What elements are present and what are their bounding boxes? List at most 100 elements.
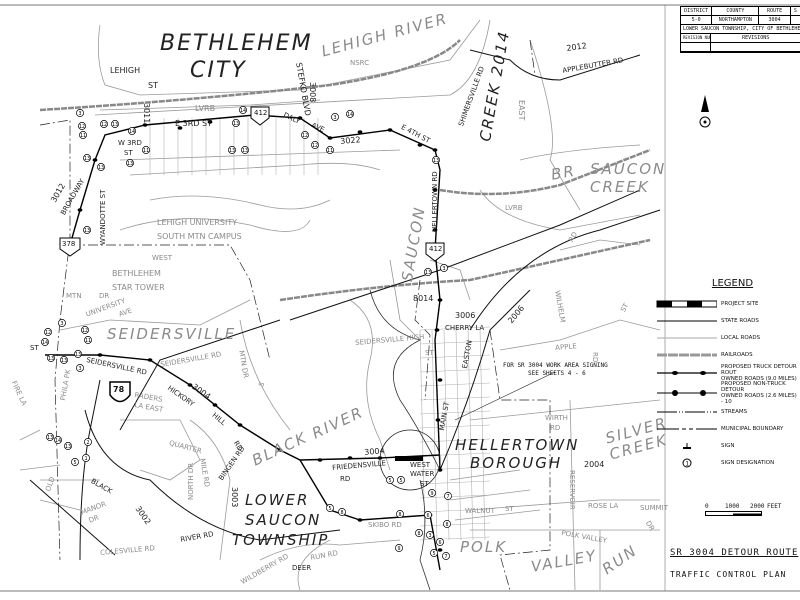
sign-designation-number: 13 xyxy=(61,358,67,364)
tb-empty-cell xyxy=(681,43,712,51)
detour-sign-dot xyxy=(357,518,363,522)
sign-designation-number: 5 xyxy=(388,478,391,484)
map-label: STAR TOWER xyxy=(112,283,165,292)
detour-sign-dot xyxy=(357,130,363,134)
sign-designation-number: 12 xyxy=(302,133,308,139)
map-label: 3006 xyxy=(455,311,476,320)
detour-sign-dot xyxy=(317,458,323,462)
map-label: 3003 xyxy=(230,487,239,508)
detour-sign-dot xyxy=(92,158,98,162)
street xyxy=(419,424,491,429)
map-label: SEIDERSVILLE xyxy=(107,325,237,343)
street xyxy=(419,494,491,499)
street xyxy=(419,340,491,345)
sign-designation-marker: 12 xyxy=(44,328,52,336)
pa-412-shield-b xyxy=(425,242,445,262)
street xyxy=(419,396,491,401)
sign-designation-number: 8 xyxy=(340,510,343,516)
sign-designation-number: 11 xyxy=(85,338,91,344)
legend-label-line1: PROPOSED TRUCK DETOUR ROUT xyxy=(721,364,797,376)
map-label: 3008 xyxy=(308,82,317,103)
sign-designation-number: 9 xyxy=(397,546,400,552)
sign-designation-marker: 3 xyxy=(76,364,84,372)
sign-designation-number: 13 xyxy=(48,356,54,362)
sign-designation-number: 13 xyxy=(75,352,81,358)
map-label: HELLERTOWN RD xyxy=(431,171,439,232)
map-label: SAUCON xyxy=(590,160,667,178)
map-label: WALNUT xyxy=(465,507,495,515)
sign-designation-marker: 7 xyxy=(442,552,450,560)
legend-label: SIGN DESIGNATION xyxy=(721,459,775,466)
map-label: WEST xyxy=(152,254,173,262)
sign-designation-marker: 5 xyxy=(386,476,394,484)
map-label: BR xyxy=(549,161,578,184)
street xyxy=(419,382,491,387)
sign-designation-number: 6 xyxy=(438,540,441,546)
map-label: MTN xyxy=(66,292,82,300)
non-truck-detour-symbol xyxy=(657,390,717,396)
legend-item-project-site: PROJECT SITE xyxy=(655,295,800,312)
sign-designation-marker: 9 xyxy=(428,489,436,497)
map-label: 2004 xyxy=(584,460,605,469)
sign-designation-number: 13 xyxy=(425,270,431,276)
sign-designation-marker: 13 xyxy=(228,146,236,154)
detour-sign-dot xyxy=(435,418,441,422)
sign-designation-number: 13 xyxy=(112,122,118,128)
detour-sign-dot xyxy=(277,448,283,452)
sign-designation-number: 5 xyxy=(328,506,331,512)
tb-county-header: COUNTY xyxy=(712,7,760,15)
sign-designation-marker: 13 xyxy=(232,119,240,127)
sign-designation-marker: 6 xyxy=(424,511,432,519)
map-label: RD xyxy=(550,424,561,432)
map-label: DR xyxy=(99,292,110,300)
sign-designation-marker: 3 xyxy=(76,109,84,117)
sign-designation-marker: 3 xyxy=(331,113,339,121)
sign-designation-marker: 13 xyxy=(46,433,54,441)
legend-item-railroads: RAILROADS xyxy=(655,346,800,363)
detour-sign-dot xyxy=(432,148,438,152)
sign-designation-number: 3 xyxy=(78,366,81,372)
map-label: BOROUGH xyxy=(470,454,563,472)
sign-designation-marker: 13 xyxy=(111,120,119,128)
legend-label: RAILROADS xyxy=(721,351,753,358)
pa-378-shield xyxy=(59,237,81,257)
street xyxy=(419,326,491,331)
detour-sign-dot xyxy=(212,403,218,407)
local-road-symbol xyxy=(657,337,717,338)
sign-designation-marker: 2 xyxy=(84,438,92,446)
street xyxy=(419,354,491,359)
tb-location: LOWER SAUCON TOWNSHIP, CITY OF BETHLEHEM… xyxy=(683,26,800,32)
legend-item-local-roads: LOCAL ROADS xyxy=(655,329,800,346)
street xyxy=(419,438,491,443)
streams xyxy=(369,289,441,591)
sign-designation-number: 14 xyxy=(129,129,135,135)
sign-designation-number: 12 xyxy=(312,143,318,149)
pa-412-shield-a xyxy=(250,106,270,126)
detour-sign-dot xyxy=(434,328,440,332)
sign-designation-marker: 6 xyxy=(436,538,444,546)
sign-designation-marker: 13 xyxy=(97,163,105,171)
legend-label: LOCAL ROADS xyxy=(721,334,761,341)
scale-bar-graphic xyxy=(705,511,762,516)
map-label: RESERVOIR xyxy=(568,470,576,510)
sign-designation-number: 3 xyxy=(60,321,63,327)
railroad-symbol xyxy=(657,353,717,356)
street xyxy=(419,466,491,471)
tb-revisions: REVISIONS xyxy=(711,34,800,42)
sign-designation-marker: 8 xyxy=(338,508,346,516)
tb-revision-number: REVISION NUMBER xyxy=(683,34,712,42)
sign-designation-marker: 14 xyxy=(239,106,247,114)
sign-designation-number: 8 xyxy=(398,512,401,518)
sign-designation-marker: 11 xyxy=(84,336,92,344)
sign-designation-marker: 14 xyxy=(346,110,354,118)
sign-designation-marker: 8 xyxy=(415,529,423,537)
sign-designation-marker: 13 xyxy=(60,356,68,364)
sign-designation-marker: 13 xyxy=(432,156,440,164)
sign-designation-marker: 14 xyxy=(128,127,136,135)
sign-designation-number: 8 xyxy=(417,531,420,537)
map-label: SKIBO RD xyxy=(368,521,402,529)
map-label: E 3RD ST xyxy=(175,119,212,128)
sign-designation-number: 13 xyxy=(433,158,439,164)
sign-designation-marker: 13 xyxy=(83,226,91,234)
sign-designation-marker: 11 xyxy=(142,146,150,154)
